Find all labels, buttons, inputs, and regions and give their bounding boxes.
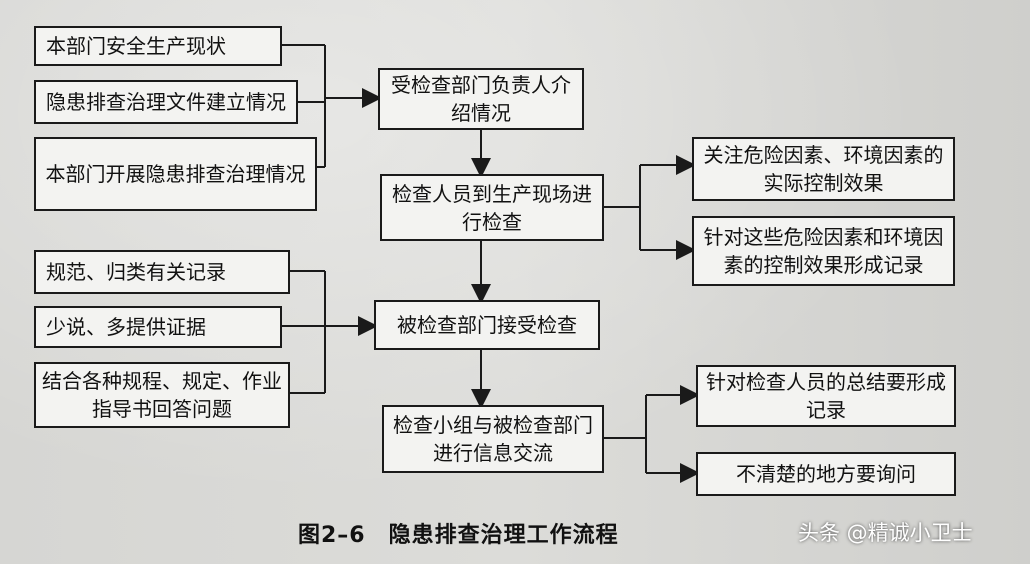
box-answer-questions-label: 结合各种规程、规定、作业指导书回答问题: [42, 369, 282, 421]
box-department-practice: 本部门开展隐患排查治理情况: [34, 137, 317, 211]
box-information-exchange: 检查小组与被检查部门进行信息交流: [382, 405, 604, 473]
box-current-status-label: 本部门安全生产现状: [46, 34, 226, 58]
box-record-control-effect: 针对这些危险因素和环境因素的控制效果形成记录: [692, 216, 955, 286]
box-summary-record-label: 针对检查人员的总结要形成记录: [706, 370, 946, 422]
box-current-status: 本部门安全生产现状: [34, 26, 282, 66]
box-focus-risk-factors-label: 关注危险因素、环境因素的实际控制效果: [703, 143, 944, 195]
box-ask-unclear: 不清楚的地方要询问: [696, 452, 956, 496]
watermark: 头条 @精诚小卫士: [798, 521, 973, 545]
box-head-introduction: 受检查部门负责人介绍情况: [378, 68, 584, 130]
box-focus-risk-factors: 关注危险因素、环境因素的实际控制效果: [692, 137, 955, 201]
figure-caption: 图2–6 隐患排查治理工作流程: [298, 523, 619, 548]
box-head-introduction-label: 受检查部门负责人介绍情况: [391, 73, 571, 125]
box-standardize-records: 规范、归类有关记录: [34, 250, 290, 294]
box-accept-inspection: 被检查部门接受检查: [374, 300, 600, 350]
box-ask-unclear-label: 不清楚的地方要询问: [736, 462, 916, 486]
box-provide-evidence-label: 少说、多提供证据: [46, 315, 206, 339]
box-site-inspection-label: 检查人员到生产现场进行检查: [392, 181, 592, 234]
box-information-exchange-label: 检查小组与被检查部门进行信息交流: [393, 413, 593, 465]
box-summary-record: 针对检查人员的总结要形成记录: [696, 365, 956, 427]
box-accept-inspection-label: 被检查部门接受检查: [397, 313, 577, 337]
box-documents-established-label: 隐患排查治理文件建立情况: [46, 90, 286, 114]
box-department-practice-label: 本部门开展隐患排查治理情况: [45, 162, 306, 186]
box-answer-questions: 结合各种规程、规定、作业指导书回答问题: [34, 362, 290, 428]
box-record-control-effect-label: 针对这些危险因素和环境因素的控制效果形成记录: [703, 225, 944, 277]
box-documents-established: 隐患排查治理文件建立情况: [34, 80, 298, 124]
box-site-inspection: 检查人员到生产现场进行检查: [380, 174, 604, 241]
box-standardize-records-label: 规范、归类有关记录: [46, 260, 226, 284]
box-provide-evidence: 少说、多提供证据: [34, 306, 282, 348]
